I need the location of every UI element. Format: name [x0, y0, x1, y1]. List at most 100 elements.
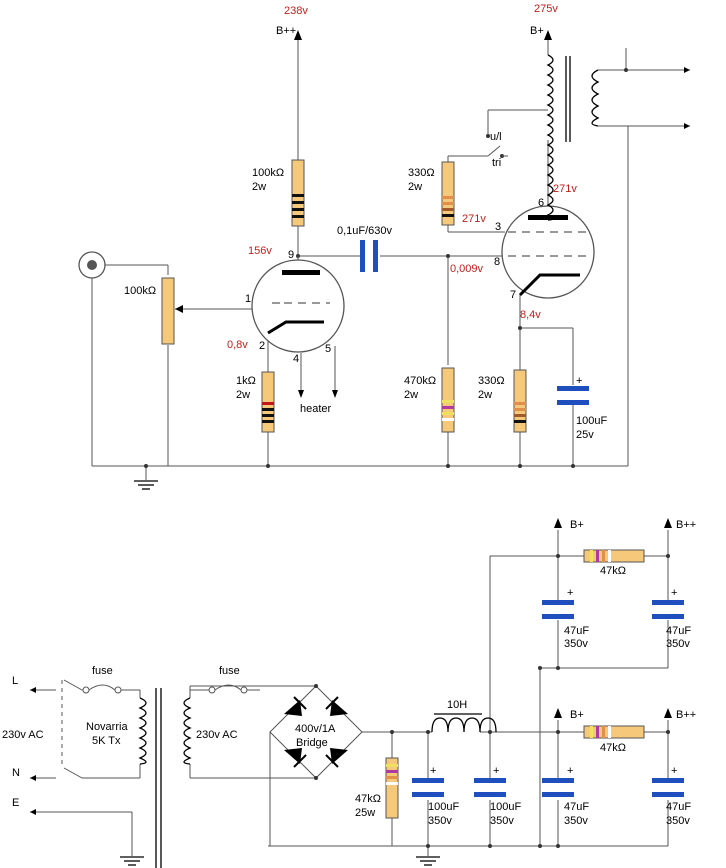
- cap1-value: 100uF: [428, 801, 459, 813]
- dropper-resistor-bottom: [583, 725, 645, 739]
- transformer-type-label: 5K Tx: [92, 735, 121, 747]
- amp-wiring: [91, 40, 690, 480]
- bleeder-resistor: [385, 757, 399, 819]
- fuse-primary: [82, 684, 122, 694]
- cap-top2-value: 47uF: [666, 625, 691, 637]
- pot-value-label: 100kΩ: [124, 285, 156, 297]
- pin4-label: 4: [293, 353, 299, 365]
- bp-voltage-label: 275v: [534, 3, 558, 15]
- grid2-voltage-label: 0,009v: [450, 263, 484, 275]
- transformer-label: Novarria: [86, 721, 128, 733]
- cap1-plus: +: [430, 765, 436, 777]
- bridge-rectifier: [284, 696, 348, 768]
- plate-resistor-value: 100kΩ: [252, 167, 284, 179]
- ul-triode-switch: [486, 134, 508, 158]
- screen-voltage-label: 271v: [462, 213, 486, 225]
- bpp-rail-label: B++: [276, 25, 296, 37]
- grid-resistor-wattage: 2w: [404, 389, 418, 401]
- cap-top2-plus: +: [671, 587, 677, 599]
- dropper-bottom-value: 47kΩ: [600, 742, 626, 754]
- output-transformer: [546, 54, 600, 221]
- cap1-voltage: 350v: [428, 815, 452, 827]
- pin1-label: 1: [245, 293, 251, 305]
- psu-bp-bottom-label: B+: [570, 709, 584, 721]
- pin8-label: 8: [494, 256, 500, 268]
- bridge-label: Bridge: [296, 737, 328, 749]
- coupling-cap-label: 0,1uF/630v: [337, 225, 393, 237]
- cap3-voltage: 350v: [564, 815, 588, 827]
- ul-switch-label: u/l: [490, 131, 502, 143]
- fuse-secondary: [190, 684, 260, 694]
- cathode-bypass-capacitor: [557, 386, 589, 420]
- psu-rail-arrows: [30, 518, 672, 815]
- pin9-label: 9: [288, 249, 294, 261]
- amp-junctions: [144, 68, 628, 468]
- plate-resistor-wattage: 2w: [252, 181, 266, 193]
- psu-bpp-bottom-label: B++: [676, 709, 696, 721]
- cathode2-resistor: [513, 369, 527, 433]
- psu-junctions: [314, 554, 670, 848]
- bleeder-resistor-value: 47kΩ: [355, 793, 381, 805]
- cap2-plus: +: [493, 765, 499, 777]
- power-transformer: [138, 688, 192, 868]
- mains-voltage-label: 230v AC: [2, 729, 44, 741]
- preamp-tube: [251, 256, 345, 353]
- cathode1-resistor-wattage: 2w: [236, 389, 250, 401]
- input-jack: [78, 251, 106, 282]
- cap2-voltage: 350v: [490, 815, 514, 827]
- bridge-rating-label: 400v/1A: [295, 723, 336, 735]
- secondary-voltage-label: 230v AC: [196, 729, 238, 741]
- cap3-plus: +: [567, 765, 573, 777]
- psu-capacitors: [412, 600, 684, 797]
- output-tube: [501, 205, 595, 299]
- pin3-label: 3: [495, 221, 501, 233]
- plate1-voltage-label: 156v: [248, 245, 272, 257]
- pin2-label: 2: [259, 340, 265, 352]
- pin5-label: 5: [325, 343, 331, 355]
- ground-symbol-psu-left: [120, 856, 144, 866]
- cap4-plus: +: [671, 765, 677, 777]
- cathode1-voltage-label: 0,8v: [227, 339, 248, 351]
- coupling-capacitor: [360, 240, 378, 272]
- cap4-value: 47uF: [666, 801, 691, 813]
- line-l-label: L: [12, 675, 18, 687]
- screen-resistor-wattage: 2w: [408, 181, 422, 193]
- dropper-resistor-top: [583, 549, 645, 563]
- ground-symbol-amp: [134, 480, 158, 490]
- grid-resistor-value: 470kΩ: [404, 375, 436, 387]
- cap3-value: 47uF: [564, 801, 589, 813]
- heater-label: heater: [300, 403, 332, 415]
- choke-label: 10H: [447, 699, 467, 711]
- filter-choke: [431, 713, 497, 733]
- cap-top1-voltage: 350v: [564, 638, 588, 650]
- cap4-voltage: 350v: [666, 815, 690, 827]
- screen-resistor-value: 330Ω: [408, 167, 435, 179]
- plate-resistor: [291, 159, 305, 227]
- cathode2-voltage-label: 8,4v: [520, 309, 541, 321]
- cap-top1-value: 47uF: [564, 625, 589, 637]
- bleeder-resistor-wattage: 25w: [355, 807, 375, 819]
- psu-bp-top-label: B+: [570, 519, 584, 531]
- pin7-label: 7: [510, 289, 516, 301]
- bypass-cap-voltage: 25v: [576, 429, 594, 441]
- cap-top1-plus: +: [567, 587, 573, 599]
- pin6-label: 6: [538, 197, 544, 209]
- screen-resistor: [441, 161, 455, 226]
- cathode2-resistor-value: 330Ω: [478, 375, 505, 387]
- bp-rail-label: B+: [530, 25, 544, 37]
- psu-bpp-top-label: B++: [676, 519, 696, 531]
- bypass-cap-plus: +: [576, 375, 582, 387]
- cathode1-resistor: [261, 371, 275, 433]
- cathode1-resistor-value: 1kΩ: [236, 375, 256, 387]
- line-e-label: E: [12, 797, 19, 809]
- volume-pot: [161, 277, 175, 345]
- amp-rail-arrows: [175, 30, 690, 398]
- grid-resistor: [441, 367, 455, 433]
- bypass-cap-value: 100uF: [576, 415, 607, 427]
- line-n-label: N: [12, 767, 20, 779]
- dropper-top-value: 47kΩ: [600, 565, 626, 577]
- fuse2-label: fuse: [219, 665, 240, 677]
- ground-symbol-psu: [416, 856, 440, 866]
- plate2-voltage-label: 271v: [553, 183, 577, 195]
